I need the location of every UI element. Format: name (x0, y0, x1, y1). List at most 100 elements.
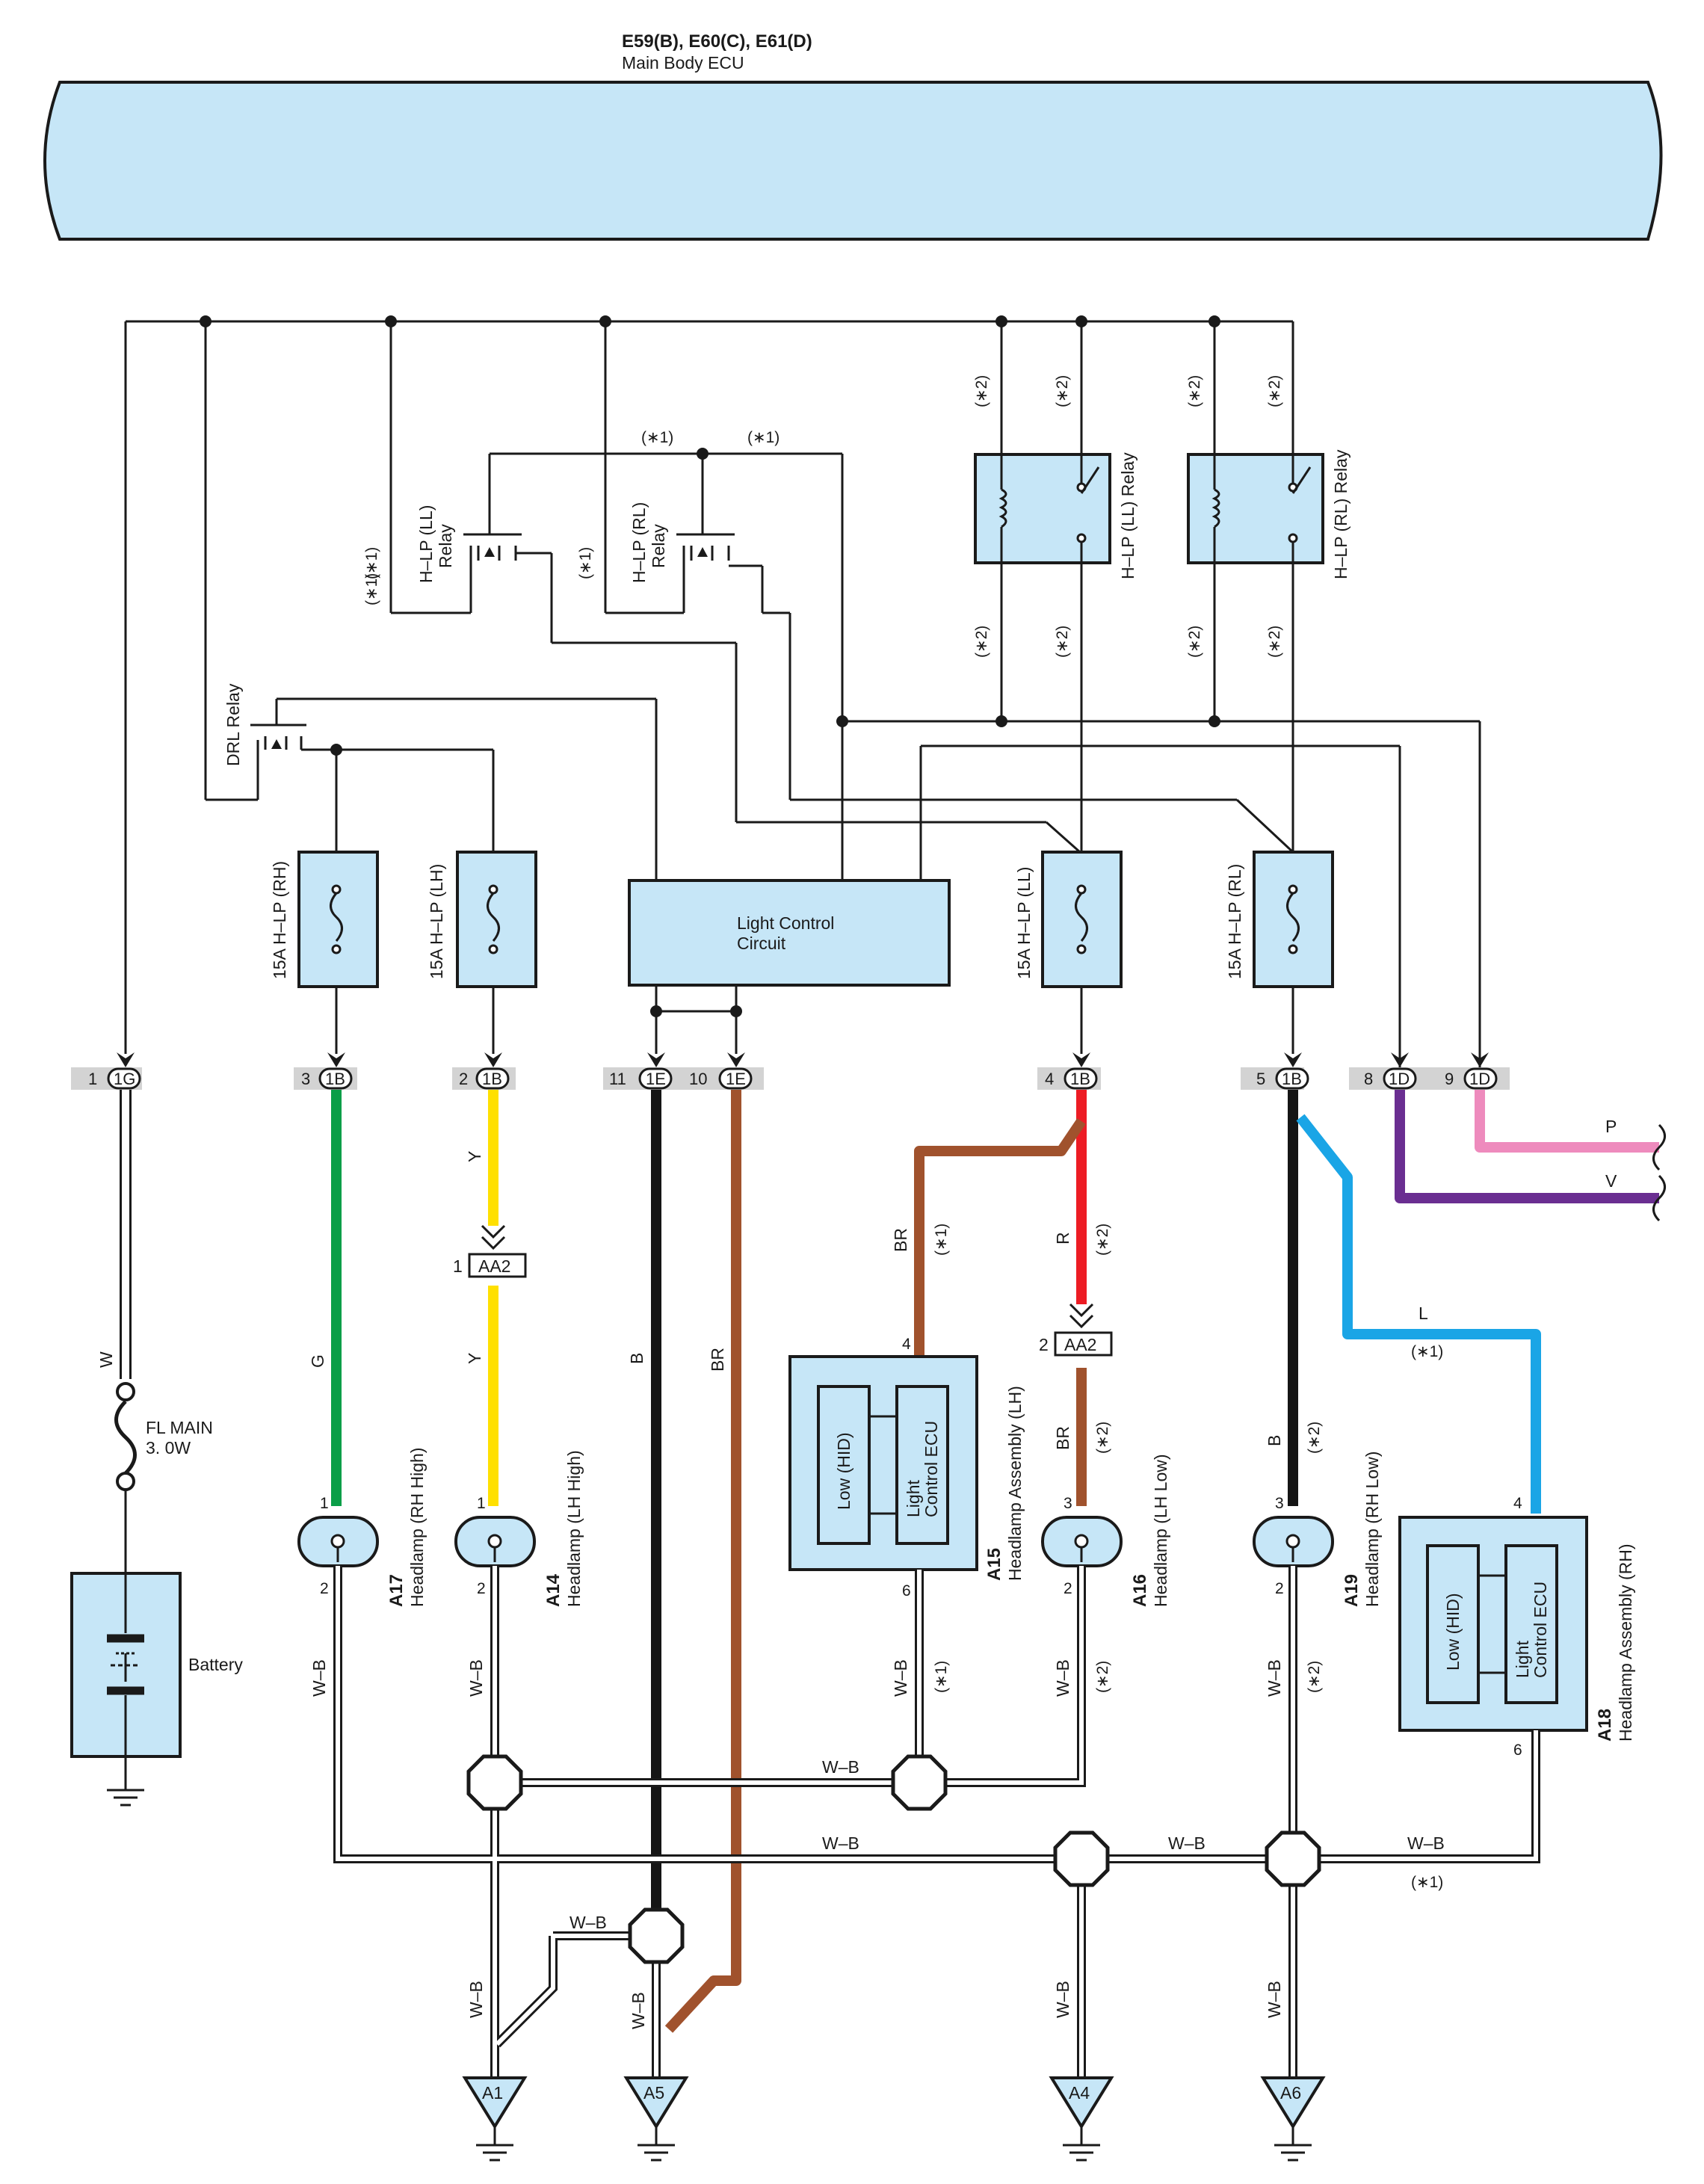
note-star1-br-a15: (∗1) (933, 1224, 950, 1256)
fuse-rl: 15A H–LP (RL) (1225, 851, 1334, 1054)
fl-main-line1: FL MAIN (146, 1418, 213, 1437)
hlp-ll-relay-label-2: Relay (436, 524, 455, 568)
note-star2-rl-bot-a: (∗2) (1186, 626, 1203, 658)
pin-number: 3 (301, 1070, 310, 1088)
label-p: P (1605, 1117, 1617, 1136)
connector-code: 1B (1282, 1070, 1302, 1088)
fuse-ll: 15A H–LP (LL) (1014, 851, 1123, 1054)
wire-pink (1475, 1090, 1659, 1153)
hlp-ll-relay-label: H–LP (LL) Relay (1118, 452, 1137, 579)
wb-right-mid: W–B (1168, 1833, 1206, 1853)
note-star1-wb-a15: (∗1) (933, 1661, 950, 1693)
main-body-ecu: E59(B), E60(C), E61(D) Main Body ECU (43, 31, 1663, 241)
connector-code: 1E (726, 1070, 746, 1088)
pin-10-1e: 10 1E (689, 1067, 753, 1090)
note-star2-wb-a19: (∗2) (1306, 1661, 1323, 1693)
a19-pin-bottom: 2 (1275, 1580, 1284, 1597)
pin-number: 8 (1364, 1070, 1373, 1088)
hlp-ll-small-relay: H–LP (LL) Relay (∗1) (363, 452, 1081, 854)
pin-8-1d: 8 1D (1364, 1067, 1417, 1090)
a18-ecu-1: Light (1513, 1641, 1532, 1678)
drl-relay-label: DRL Relay (223, 683, 243, 766)
note-star2-rl-top-a: (∗2) (1186, 375, 1203, 407)
note-star1-top-left: (∗1) (641, 429, 673, 446)
wire-brown-1e (664, 1090, 741, 2033)
fuse-lh: 15A H–LP (LH) (427, 851, 537, 1054)
junction-aa2-upper: AA2 1 (453, 1224, 527, 1278)
headlamp-assembly-a15: Low (HID) Light Control ECU 4 6 A15 Head… (788, 1336, 1025, 1600)
wb-a14: W–B (466, 1659, 486, 1697)
hlp-rl-relay-label-1: H–LP (RL) (629, 502, 649, 583)
connector-code: 1D (1389, 1070, 1410, 1088)
note-star2-r: (∗2) (1094, 1224, 1111, 1256)
note-star2-ll-bot-a: (∗2) (973, 626, 990, 658)
pin-number: 9 (1445, 1070, 1454, 1088)
a16-pin-bottom: 2 (1064, 1580, 1072, 1597)
connector-pins: 1 1G 3 1B 2 1B 11 1E 10 1E 4 1B (71, 1052, 1510, 1090)
wb-a6: W–B (1265, 1981, 1284, 2018)
note-star1-hlp-ll: (∗1) (363, 547, 380, 579)
aa2-lower-label: AA2 (1064, 1335, 1096, 1354)
headlamp-a17: 1 2 A17 Headlamp (RH High) (297, 1448, 427, 1607)
pin-9-1d: 9 1D (1445, 1067, 1498, 1090)
a14-pin-top: 1 (477, 1495, 486, 1512)
a16-code: A16 (1130, 1574, 1150, 1607)
note-star2-br-a16: (∗2) (1094, 1422, 1111, 1454)
note-star2-rl-bot-b: (∗2) (1266, 626, 1283, 658)
pin-number: 10 (689, 1070, 707, 1088)
a18-ecu-2: Control ECU (1531, 1582, 1550, 1678)
note-star1-drl: (∗1) (363, 573, 380, 605)
a16-pin-top: 3 (1064, 1495, 1072, 1512)
note-star2-ll-bot-b: (∗2) (1054, 626, 1071, 658)
wb-a1: W–B (466, 1981, 486, 2018)
a15-ecu-2: Control ECU (922, 1421, 941, 1517)
ground-a4: A4 (1049, 2076, 1114, 2162)
ground-a1: A1 (462, 2076, 528, 2162)
label-l: L (1419, 1304, 1428, 1323)
hlp-rl-relay-label-2: Relay (649, 524, 668, 568)
label-y-top: Y (465, 1151, 484, 1162)
wire-brown-a15 (914, 1118, 1086, 1357)
a18-low: Low (HID) (1443, 1593, 1463, 1671)
wb-mid-upper: W–B (822, 1757, 859, 1777)
a15-code: A15 (984, 1548, 1004, 1581)
label-br-a15: BR (891, 1228, 910, 1252)
hlp-ll-relay-label-1: H–LP (LL) (416, 505, 436, 583)
ground-a1-label: A1 (482, 2083, 503, 2103)
connector-code: 1E (646, 1070, 666, 1088)
ground-a5: A5 (623, 2076, 689, 2162)
a17-pin-bottom: 2 (320, 1580, 329, 1597)
wb-a15: W–B (891, 1659, 910, 1697)
label-br-a16: BR (1053, 1426, 1072, 1450)
aa2-upper-pin: 1 (453, 1256, 463, 1276)
a14-pin-bottom: 2 (477, 1580, 486, 1597)
battery: Battery (70, 1572, 243, 1807)
label-br-1e: BR (708, 1348, 727, 1372)
a18-code: A18 (1595, 1709, 1615, 1742)
pin-number: 1 (88, 1070, 97, 1088)
note-star2-ll-top-a: (∗2) (973, 375, 990, 407)
pin-4-1b: 4 1B (1045, 1067, 1098, 1090)
a19-pin-top: 3 (1275, 1495, 1284, 1512)
a14-name: Headlamp (LH High) (564, 1450, 584, 1607)
note-star1-l: (∗1) (1411, 1343, 1443, 1360)
light-control-line2: Circuit (737, 934, 786, 953)
ground-a6: A6 (1260, 2076, 1326, 2162)
a17-name: Headlamp (RH High) (407, 1448, 427, 1607)
fuse-ll-label: 15A H–LP (LL) (1014, 867, 1034, 979)
ecu-connectors: E59(B), E60(C), E61(D) (622, 31, 812, 52)
hlp-rl-small-relay: H–LP (RL) Relay (∗1) (∗1) (∗1) (577, 429, 1481, 1073)
fuse-rh-label: 15A H–LP (RH) (270, 861, 289, 979)
a15-ecu-1: Light (904, 1480, 923, 1517)
wire-labels: W G Y Y B BR BR (∗1) R (∗2) BR (∗2) B (∗… (96, 1117, 1617, 1454)
label-v: V (1605, 1171, 1617, 1191)
label-b-a19: B (1265, 1435, 1284, 1446)
a18-pin-top: 4 (1513, 1495, 1522, 1512)
wb-a16: W–B (1053, 1659, 1072, 1697)
wb-mid-lower: W–B (822, 1833, 859, 1853)
label-y-bot: Y (465, 1353, 484, 1364)
connector-code: 1G (114, 1070, 135, 1088)
ground-harness (333, 1566, 1540, 2078)
headlamp-a19: 3 2 A19 Headlamp (RH Low) (1253, 1452, 1382, 1607)
wb-a5: W–B (629, 1992, 648, 2029)
